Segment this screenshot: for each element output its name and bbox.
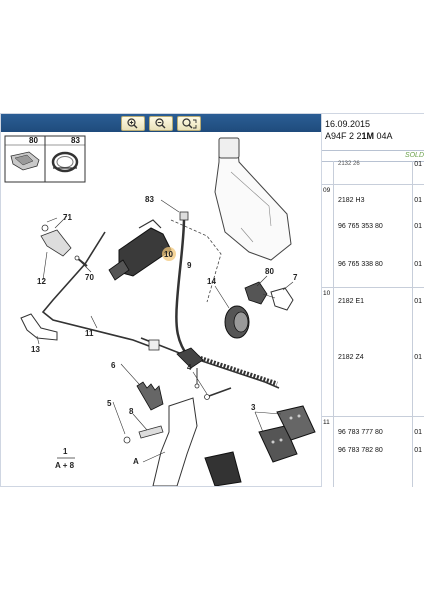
release-bearing xyxy=(224,305,250,339)
part-ref[interactable]: 96 783 777 80 xyxy=(338,429,383,436)
clip-80-icon xyxy=(10,151,40,171)
table-group-11: 11 96 783 777 80 01 96 783 782 80 01 xyxy=(322,417,424,487)
parts-panel: 16.09.2015 A94F 2 21M 04A SOLD 2132 26 0… xyxy=(322,113,424,487)
diagram-viewer: 80 83 xyxy=(0,113,322,487)
part-qty: 01 xyxy=(414,429,422,436)
panel-code-suffix: 04A xyxy=(374,131,393,141)
clutch-pedal xyxy=(152,397,242,486)
master-cylinder xyxy=(108,219,172,281)
callout-4[interactable]: 4 xyxy=(187,363,192,372)
parts-table: 2132 26 01 09 2182 H3 01 96 765 353 80 0… xyxy=(322,161,424,487)
callout-14[interactable]: 14 xyxy=(207,277,216,286)
part-qty: 01 xyxy=(414,354,422,361)
part-ref[interactable]: 96 783 782 80 xyxy=(338,447,383,454)
panel-code: A94F 2 21M 04A xyxy=(325,130,424,142)
part-ref[interactable]: 96 765 353 80 xyxy=(338,223,383,230)
qty-column xyxy=(412,161,424,184)
qty-column xyxy=(412,288,424,416)
part-ref[interactable]: 2182 Z4 xyxy=(338,354,364,361)
zoom-fit-icon xyxy=(182,117,197,128)
sold-row: SOLD xyxy=(322,150,424,162)
panel-date: 16.09.2015 xyxy=(325,119,371,129)
part-qty: 01 xyxy=(414,197,422,204)
callout-11[interactable]: 11 xyxy=(85,329,94,338)
legend-1: 1 xyxy=(63,447,68,456)
zoom-out-icon xyxy=(155,117,166,128)
part-ref[interactable]: 2182 H3 xyxy=(338,197,365,204)
callout-A[interactable]: A xyxy=(133,457,139,466)
callout-9[interactable]: 9 xyxy=(187,261,192,270)
panel-code-prefix: A94F 2 2 xyxy=(325,131,362,141)
part-qty: 01 xyxy=(414,261,422,268)
part-qty: 01 xyxy=(414,223,422,230)
part-qty: 01 xyxy=(414,298,422,305)
sold-label: SOLD xyxy=(404,152,424,159)
part-ref[interactable]: 2132 26 xyxy=(338,161,360,167)
part-ref[interactable]: 96 765 338 80 xyxy=(338,261,383,268)
group-number xyxy=(322,161,334,184)
zoom-in-icon xyxy=(127,117,138,128)
part-qty: 01 xyxy=(414,161,422,168)
group-number: 09 xyxy=(322,185,334,287)
part-qty: 01 xyxy=(414,447,422,454)
callout-83[interactable]: 83 xyxy=(145,195,154,204)
callout-7[interactable]: 7 xyxy=(293,273,298,282)
zoom-out-button[interactable] xyxy=(149,115,173,131)
thumb-label-80: 80 xyxy=(29,136,38,145)
clip-83-icon xyxy=(51,151,79,173)
callout-10[interactable]: 10 xyxy=(164,250,173,259)
pedal-pads xyxy=(258,405,316,463)
panel-code-bold: 1M xyxy=(361,131,375,141)
qty-column xyxy=(412,417,424,487)
highlight-10 xyxy=(162,247,176,261)
group-number: 11 xyxy=(322,417,334,487)
callout-5[interactable]: 5 xyxy=(107,399,112,408)
callout-8[interactable]: 8 xyxy=(129,407,134,416)
callout-12[interactable]: 12 xyxy=(37,277,46,286)
callout-13[interactable]: 13 xyxy=(31,345,40,354)
callout-3[interactable]: 3 xyxy=(251,403,256,412)
clutch-parts-diagram: 80 83 xyxy=(4,135,316,486)
callout-6[interactable]: 6 xyxy=(111,361,116,370)
callout-71[interactable]: 71 xyxy=(63,213,72,222)
zoom-fit-button[interactable] xyxy=(177,115,201,131)
thumb-label-83: 83 xyxy=(71,136,80,145)
legend-A-plus-8: A + 8 xyxy=(55,461,75,470)
table-group-10: 10 2182 E1 01 2182 Z4 01 xyxy=(322,288,424,417)
part-ref[interactable]: 2182 E1 xyxy=(338,298,365,305)
zoom-in-button[interactable] xyxy=(121,115,145,131)
thumbnail-box: 80 83 xyxy=(4,135,86,183)
qty-column xyxy=(412,185,424,287)
group-number: 10 xyxy=(322,288,334,416)
fluid-reservoir xyxy=(214,137,292,261)
table-group-09: 09 2182 H3 01 96 765 353 80 01 96 765 33… xyxy=(322,185,424,288)
callout-70[interactable]: 70 xyxy=(85,273,94,282)
panel-header: 16.09.2015 A94F 2 21M 04A xyxy=(322,114,424,142)
viewer-toolbar xyxy=(1,114,321,132)
table-group-top: 2132 26 01 xyxy=(322,161,424,185)
callout-80[interactable]: 80 xyxy=(265,267,274,276)
